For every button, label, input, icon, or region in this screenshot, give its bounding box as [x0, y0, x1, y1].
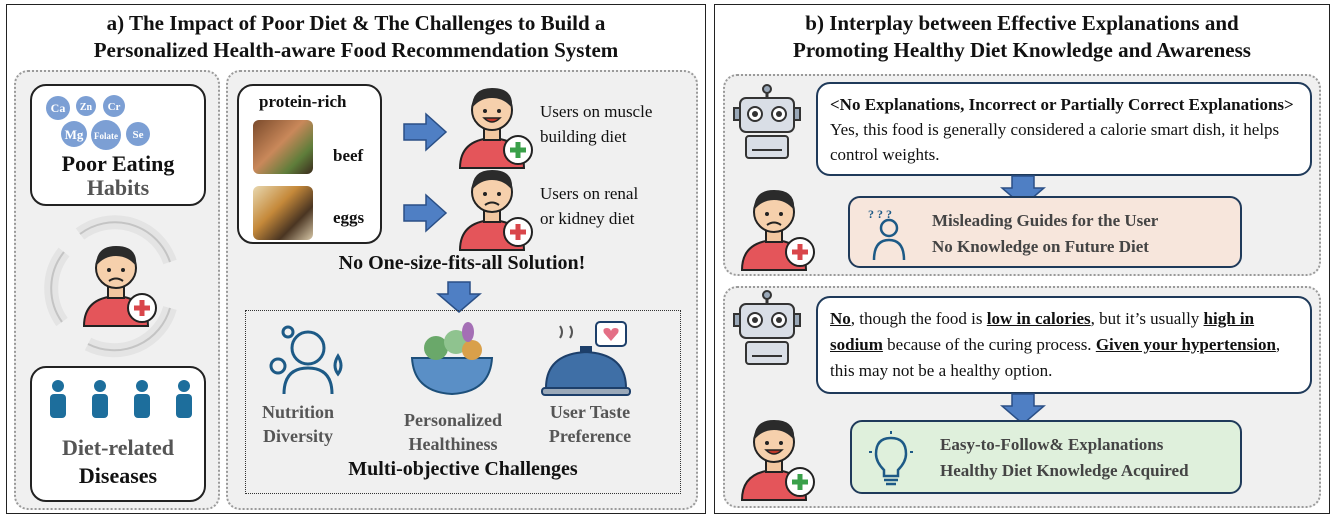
low-in-calories: low in calories	[986, 309, 1091, 328]
effective-explanation-bubble: No, though the food is low in calories, …	[816, 296, 1312, 394]
misleading-line1: Misleading Guides for the User	[932, 211, 1159, 230]
no-one-size-label: No One-size-fits-all Solution!	[338, 252, 586, 274]
habits-label: Habits	[86, 175, 150, 200]
nutrient-se-icon	[126, 122, 150, 146]
down-arrow-icon	[1000, 393, 1046, 425]
user1-line1: Users on muscle	[540, 102, 653, 121]
down-arrow-icon	[436, 281, 482, 313]
nutrient-mg-icon	[61, 121, 87, 147]
user-taste-dish-icon	[541, 321, 631, 396]
eggs-image	[253, 186, 313, 240]
panel-b-title: b) Interplay between Effective Explanati…	[718, 10, 1326, 64]
robot-icon	[733, 290, 801, 365]
challenge-nutrition-line2: Diversity	[263, 426, 333, 446]
beef-label: beef	[333, 146, 364, 165]
diseases-label: Diseases	[78, 463, 158, 488]
nutrient-label: Se	[133, 129, 144, 141]
healthy-line1: Easy-to-Follow& Explanations	[940, 435, 1164, 454]
diet-related-label: Diet-related	[62, 435, 174, 460]
nutrient-zn-icon	[76, 96, 96, 116]
nutrient-icons: Ca Zn Cr Mg Folate Se	[46, 95, 150, 150]
no-explanation-tag: <No Explanations, Incorrect or Partially…	[830, 95, 1294, 114]
bubble2-text2: , but it’s usually	[1090, 309, 1204, 328]
svg-text:? ? ?: ? ? ?	[868, 207, 892, 221]
healthy-bowl-icon	[410, 322, 494, 396]
nutrient-label: Mg	[65, 127, 84, 142]
user2-line1: Users on renal	[540, 184, 639, 203]
challenge-healthiness-line1: Personalized	[404, 410, 502, 430]
user1-line2: building diet	[540, 127, 627, 146]
sad-user-icon	[458, 170, 533, 251]
right-arrow-icon	[403, 193, 448, 233]
nutrient-label: Folate	[94, 131, 118, 141]
healthy-result-box: Easy-to-Follow& Explanations Healthy Die…	[850, 420, 1242, 494]
sad-user-icon	[740, 190, 815, 271]
confused-person-icon: ? ? ?	[868, 207, 906, 261]
challenge-taste-line2: Preference	[548, 426, 632, 446]
challenge-taste-line1: User Taste	[549, 402, 631, 422]
misleading-line2: No Knowledge on Future Diet	[932, 237, 1149, 256]
multi-objective-label: Multi-objective Challenges	[348, 458, 578, 480]
given-hypertension: Given your hypertension	[1095, 335, 1276, 354]
protein-rich-label: protein-rich	[259, 92, 347, 111]
right-arrow-icon	[403, 112, 448, 152]
panel-b-title-line1: b) Interplay between Effective Explanati…	[805, 11, 1239, 35]
incorrect-explanation-text: Yes, this food is generally considered a…	[830, 120, 1280, 164]
happy-user-icon	[458, 88, 533, 169]
nutrient-ca-icon	[46, 96, 70, 120]
poor-eating-label: Poor Eating	[61, 151, 175, 176]
panel-a-title: a) The Impact of Poor Diet & The Challen…	[10, 10, 702, 64]
nutrient-label: Ca	[51, 101, 66, 115]
panel-a-title-line1: a) The Impact of Poor Diet & The Challen…	[106, 11, 606, 35]
challenges-box	[245, 310, 681, 494]
nutrient-cr-icon	[103, 95, 125, 117]
healthy-line2: Healthy Diet Knowledge Acquired	[940, 461, 1189, 480]
disease-people-icons	[50, 380, 192, 418]
diet-related-diseases-card: Diet-related Diseases	[30, 366, 206, 502]
incorrect-explanation-bubble: <No Explanations, Incorrect or Partially…	[816, 82, 1312, 176]
user2-line2: or kidney diet	[540, 209, 635, 228]
bubble2-text3: because of the curing process.	[882, 335, 1096, 354]
poor-eating-card: Ca Zn Cr Mg Folate Se Poor Eating Habits	[30, 84, 206, 206]
nutrient-label: Cr	[108, 101, 121, 113]
panel-a-title-line2: Personalized Health-aware Food Recommend…	[93, 38, 619, 62]
lightbulb-icon	[869, 431, 913, 486]
sad-user-icon	[82, 246, 157, 327]
high-in-sodium: high in sodium	[830, 309, 1255, 354]
happy-user-icon	[740, 420, 815, 501]
misleading-result-box: ? ? ? Misleading Guides for the User No …	[848, 196, 1242, 268]
bubble2-text4: , this may not be a healthy option.	[830, 335, 1281, 380]
challenge-healthiness-line2: Healthiness	[408, 434, 498, 454]
challenge-nutrition-line1: Nutrition	[262, 402, 334, 422]
nutrient-label: Zn	[80, 102, 93, 113]
food-card: protein-rich beef eggs	[237, 84, 382, 244]
nutrient-folate-icon	[91, 120, 121, 150]
nutrition-diversity-icon	[269, 325, 343, 395]
beef-image	[253, 120, 313, 174]
eggs-label: eggs	[333, 208, 365, 227]
robot-icon	[733, 84, 801, 159]
panel-b-title-line2: Promoting Healthy Diet Knowledge and Awa…	[793, 38, 1251, 62]
cycle-arrows-icon	[44, 215, 177, 358]
no-answer: No	[830, 309, 851, 328]
bubble2-text1: , though the food is	[850, 309, 987, 328]
